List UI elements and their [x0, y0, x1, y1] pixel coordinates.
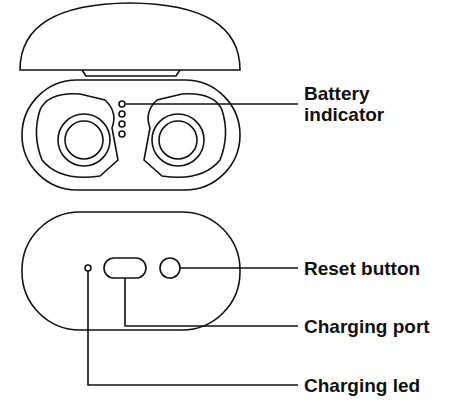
left-earbud: [58, 114, 110, 166]
leader-line: [126, 103, 298, 105]
battery-led: [119, 131, 125, 137]
right-cavity: [144, 94, 226, 177]
part-label: Battery indicator: [304, 83, 424, 125]
charging-led: [85, 265, 91, 271]
part-label: Charging led: [304, 375, 462, 396]
case-lid: [20, 3, 240, 70]
battery-led: [119, 101, 125, 107]
right-earbud: [152, 114, 204, 166]
right-earbud-tip: [159, 121, 197, 159]
left-cavity: [36, 94, 118, 177]
lid-hinge: [82, 70, 180, 76]
reset-button: [160, 258, 180, 278]
case-back: [22, 212, 240, 330]
battery-led: [119, 121, 125, 127]
part-label: Reset button: [304, 258, 462, 279]
battery-led: [119, 111, 125, 117]
case-body: [22, 80, 240, 190]
part-label: Charging port: [304, 316, 462, 337]
charging-port: [104, 258, 146, 278]
leader-line: [125, 278, 298, 326]
left-earbud-tip: [65, 121, 103, 159]
leader-line: [180, 267, 298, 269]
leader-line: [88, 271, 298, 385]
